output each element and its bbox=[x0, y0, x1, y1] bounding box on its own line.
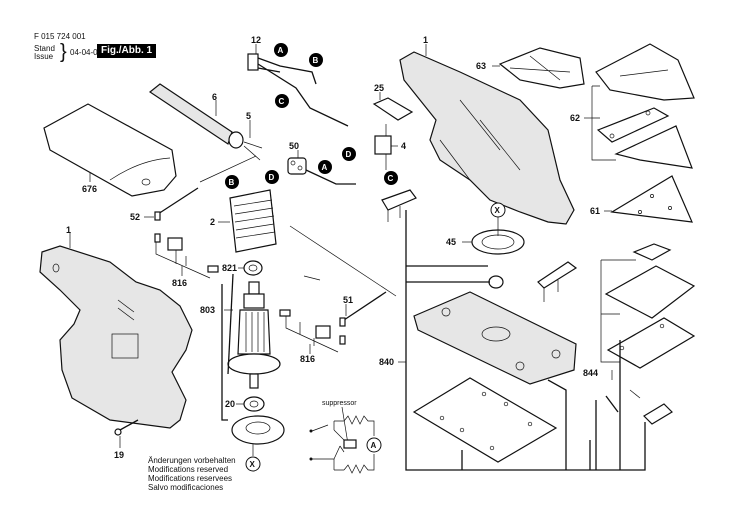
figure-badge: Fig./Abb. 1 bbox=[97, 44, 157, 58]
label-12: 12 bbox=[251, 35, 261, 45]
part-52-brush-left: 52 816 bbox=[130, 187, 219, 288]
part-1-left-housing: 1 bbox=[39, 225, 193, 429]
connector-d-top: D bbox=[346, 150, 352, 159]
label-840: 840 bbox=[379, 357, 394, 367]
connector-d-stator: D bbox=[269, 173, 275, 182]
part-6-cable-sleeve: 6 5 bbox=[148, 83, 263, 161]
suppressor-label: suppressor bbox=[322, 400, 357, 407]
label-1-top: 1 bbox=[423, 35, 428, 45]
label-803: 803 bbox=[200, 305, 215, 315]
label-19: 19 bbox=[114, 450, 124, 460]
part-51-brush-right: 51 816 bbox=[279, 291, 387, 364]
note-spanish: Salvo modificaciones bbox=[148, 483, 224, 492]
modification-notes: Änderungen vorbehalten Modifications res… bbox=[148, 456, 236, 492]
note-german: Änderungen vorbehalten bbox=[148, 456, 236, 465]
connector-a-top: A bbox=[278, 46, 284, 55]
part-clamp-bars bbox=[381, 189, 578, 302]
connector-x-bottom: X bbox=[250, 460, 256, 469]
wiring-connectors: A B C D A B D C bbox=[225, 43, 398, 189]
part-1-top-housing: 1 bbox=[399, 35, 575, 225]
part-803-armature: 803 bbox=[200, 273, 281, 389]
brace-symbol: } bbox=[60, 41, 67, 63]
label-25: 25 bbox=[374, 83, 384, 93]
suppressor-schematic: suppressor A bbox=[309, 400, 382, 474]
part-delta-plate bbox=[595, 43, 695, 101]
label-63: 63 bbox=[476, 61, 486, 71]
connector-b-top: B bbox=[313, 56, 319, 65]
stand-label: Stand bbox=[34, 44, 55, 53]
part-base-plate bbox=[413, 291, 577, 385]
label-50: 50 bbox=[289, 141, 299, 151]
part-fan: X bbox=[221, 284, 285, 472]
label-45: 45 bbox=[446, 237, 456, 247]
part-20-bearing: 20 bbox=[225, 396, 265, 412]
part-sanding-sheet bbox=[412, 377, 558, 463]
part-61-delta-sheet: 61 bbox=[590, 175, 693, 223]
part-12-wiring: 12 bbox=[247, 35, 349, 127]
part-844-lever: 844 bbox=[583, 368, 673, 425]
assembly-840-bracket: 840 bbox=[379, 210, 646, 471]
label-4: 4 bbox=[401, 141, 406, 151]
connector-a-terminal: A bbox=[322, 163, 328, 172]
part-45-seal: 45 X bbox=[446, 202, 525, 289]
label-821: 821 bbox=[222, 263, 237, 273]
label-51: 51 bbox=[343, 295, 353, 305]
label-816-right: 816 bbox=[300, 354, 315, 364]
part-25-switch-slider: 25 bbox=[372, 83, 414, 121]
label-61: 61 bbox=[590, 206, 600, 216]
label-844: 844 bbox=[583, 368, 598, 378]
part-19-screw: 19 bbox=[114, 419, 139, 460]
part-62-pads: 62 bbox=[570, 85, 693, 169]
part-821-bearing: 821 bbox=[222, 260, 263, 276]
note-english: Modifications reserved bbox=[148, 465, 229, 474]
part-number: F 015 724 001 bbox=[34, 32, 86, 41]
note-french: Modifications reservees bbox=[148, 474, 233, 483]
issue-date: 04-04-01 bbox=[70, 48, 103, 57]
part-2-stator: 2 bbox=[210, 189, 277, 253]
label-676: 676 bbox=[82, 184, 97, 194]
part-50-terminal: 50 bbox=[287, 141, 356, 185]
label-816-left: 816 bbox=[172, 278, 187, 288]
issue-label: Issue bbox=[34, 52, 54, 61]
motor-symbol: A bbox=[371, 441, 377, 450]
part-4-switch: 4 bbox=[374, 124, 406, 170]
label-2: 2 bbox=[210, 217, 215, 227]
connector-c-top: C bbox=[279, 97, 285, 106]
connector-x-top: X bbox=[495, 206, 501, 215]
part-676-dust-bag: 676 bbox=[43, 103, 177, 197]
label-6: 6 bbox=[212, 92, 217, 102]
label-1-left: 1 bbox=[66, 225, 71, 235]
part-rect-pad-set bbox=[600, 243, 696, 369]
label-52: 52 bbox=[130, 212, 140, 222]
connector-b-stator: B bbox=[229, 178, 235, 187]
label-62: 62 bbox=[570, 113, 580, 123]
part-63-plate-frame: 63 bbox=[476, 47, 585, 89]
label-20: 20 bbox=[225, 399, 235, 409]
label-5: 5 bbox=[246, 111, 251, 121]
connector-c-switch: C bbox=[388, 174, 394, 183]
